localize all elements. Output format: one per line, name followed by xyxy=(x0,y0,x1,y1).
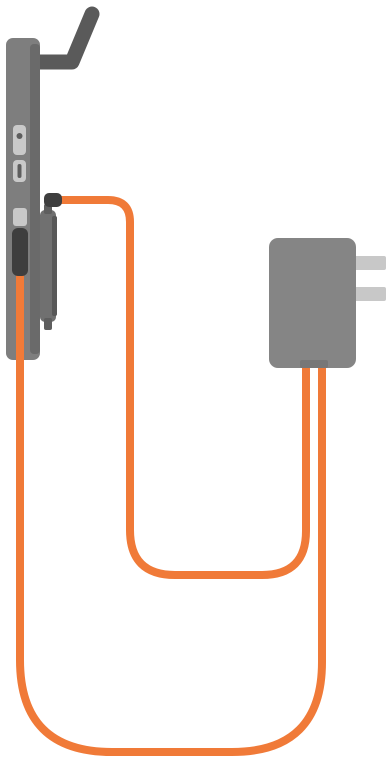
lower-cable-plug-icon xyxy=(12,228,28,276)
device-button-top-icon xyxy=(13,125,26,155)
battery-pack-clip-bottom xyxy=(44,318,52,330)
wall-hook-icon xyxy=(22,6,100,70)
device-button-middle-slot xyxy=(17,164,22,178)
device-edge xyxy=(30,44,40,354)
device-button-top-dot xyxy=(16,133,23,139)
device-port-connector-icon xyxy=(44,193,62,207)
cable-to-device-port xyxy=(54,196,310,579)
cable-to-battery-pack xyxy=(16,268,326,756)
power-plug-icon xyxy=(269,238,356,368)
power-adapter-prong-bottom xyxy=(352,287,386,301)
battery-pack-rail xyxy=(52,216,57,316)
power-adapter-cable-exit xyxy=(300,360,328,368)
lower-port-connector-icon xyxy=(13,208,27,226)
power-adapter-prong-top xyxy=(352,256,386,270)
